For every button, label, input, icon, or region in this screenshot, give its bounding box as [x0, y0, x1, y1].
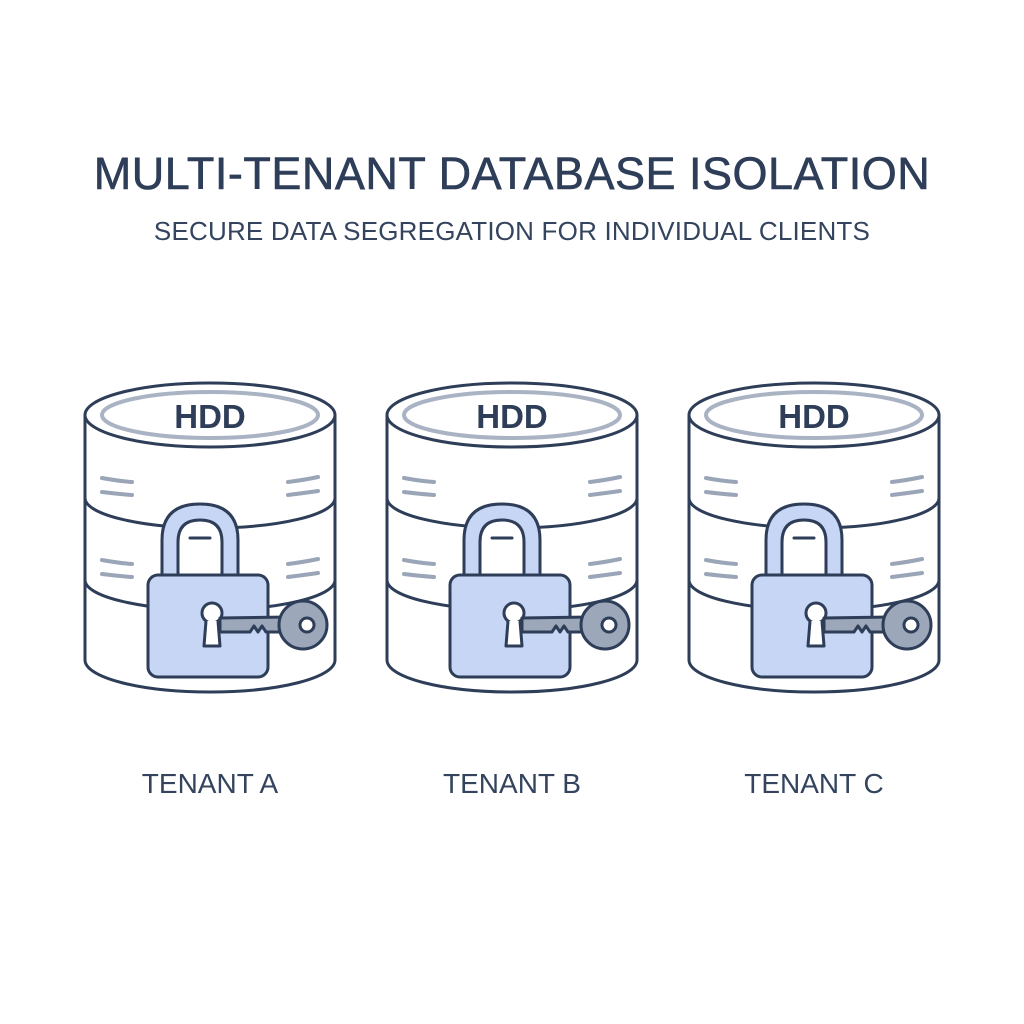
- database-cylinder-icon: HDD: [385, 381, 639, 694]
- hdd-label: HDD: [174, 398, 246, 435]
- tenant-label: TENANT A: [141, 768, 279, 799]
- data-stripes: [704, 475, 924, 579]
- tenant-b-group: HDD TENANT B: [362, 0, 662, 830]
- cylinder-top: [687, 381, 941, 449]
- data-stripes: [100, 475, 320, 579]
- hdd-label: HDD: [476, 398, 548, 435]
- tenant-label: TENANT B: [443, 768, 581, 799]
- database-cylinder-icon: HDD: [83, 381, 337, 694]
- tenant-c-group: HDD TENANT C: [664, 0, 964, 830]
- cylinder-top: [385, 381, 639, 449]
- lock-shackle-inner: [780, 518, 828, 578]
- page-title: MULTI-TENANT DATABASE ISOLATION: [93, 148, 931, 200]
- cylinder-top-ring: [704, 390, 924, 440]
- cylinder-top-ring: [100, 390, 320, 440]
- cylinder-top-ring: [402, 390, 622, 440]
- lock-shackle-inner: [478, 518, 526, 578]
- tenant-label: TENANT C: [744, 768, 884, 799]
- database-cylinder-icon: HDD: [687, 381, 941, 694]
- data-stripes: [402, 475, 622, 579]
- page-subtitle: SECURE DATA SEGREGATION FOR INDIVIDUAL C…: [153, 216, 871, 246]
- cylinder-top: [83, 381, 337, 449]
- tenant-a-group: HDD TENANT A: [60, 0, 360, 830]
- lock-shackle-inner: [176, 518, 224, 578]
- hdd-label: HDD: [778, 398, 850, 435]
